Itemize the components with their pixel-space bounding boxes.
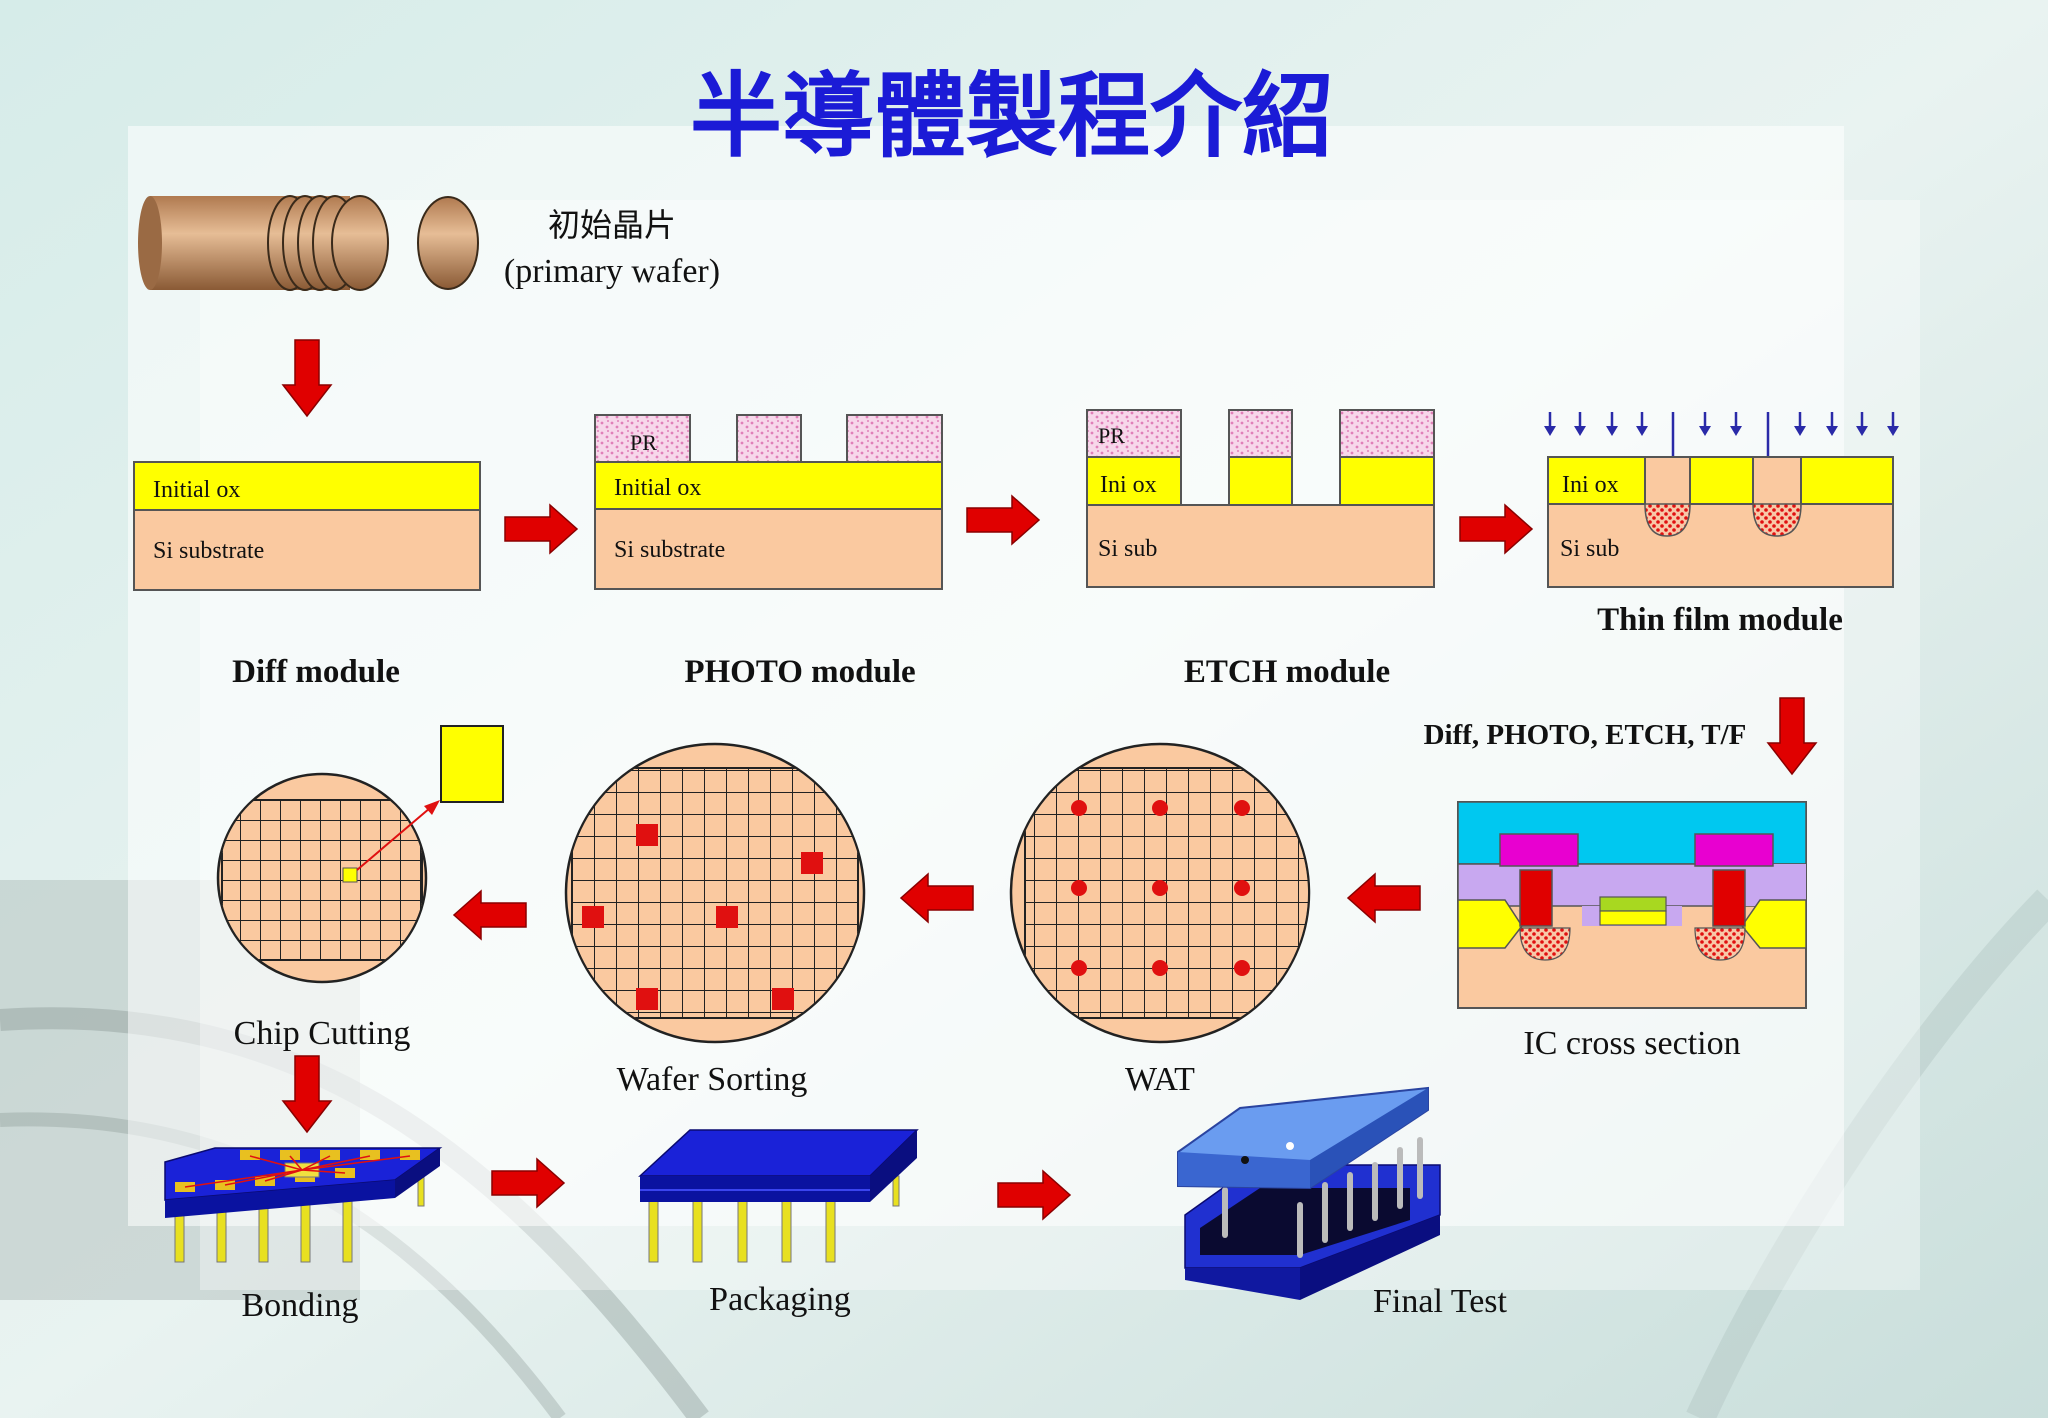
packaging-label: Packaging: [709, 1281, 851, 1318]
arrow-right-icon: [966, 495, 1040, 545]
bonding-label: Bonding: [241, 1287, 358, 1324]
photo-cross-section: PR Initial ox Si substrate: [594, 414, 943, 590]
chip-cutting-icon: [216, 725, 504, 984]
etch-substrate-label: Si sub: [1098, 536, 1157, 562]
thinfilm-module-label: Thin film module: [1597, 602, 1843, 638]
arrow-right-icon: [504, 504, 578, 554]
photo-pr-label: PR: [630, 430, 657, 455]
final-test-icon: [1177, 1086, 1441, 1300]
arrow-down-icon: [282, 339, 332, 417]
photo-substrate-label: Si substrate: [614, 537, 725, 563]
bonding-icon: [164, 1147, 443, 1263]
arrow-left-icon: [1347, 873, 1421, 923]
etch-pr-label: PR: [1098, 423, 1125, 448]
page-title: 半導體製程介紹: [690, 63, 1334, 170]
photo-oxide-label: Initial ox: [614, 475, 701, 501]
diff-cross-section: Initial ox Si substrate: [133, 461, 481, 591]
silicon-ingot-icon: [138, 195, 389, 291]
packaging-icon: [638, 1129, 919, 1263]
arrow-right-icon: [997, 1170, 1071, 1220]
arrow-left-icon: [453, 890, 527, 940]
ic-cross-section-label: IC cross section: [1523, 1025, 1740, 1062]
loop-note: Diff, PHOTO, ETCH, T/F: [1424, 719, 1747, 751]
diff-substrate-label: Si substrate: [153, 538, 264, 564]
thinfilm-oxide-label: Ini ox: [1562, 472, 1619, 498]
arrow-left-icon: [900, 873, 974, 923]
etch-cross-section: PR Ini ox Si sub: [1086, 409, 1435, 588]
thinfilm-cross-section: Ini ox Si sub: [1542, 410, 1901, 588]
chip-cutting-label: Chip Cutting: [234, 1015, 411, 1052]
primary-wafer-label-zh: 初始晶片: [548, 206, 676, 244]
photo-module-label: PHOTO module: [684, 654, 915, 690]
arrow-down-icon: [1767, 697, 1817, 775]
primary-wafer-icon: [417, 196, 479, 290]
etch-module-label: ETCH module: [1184, 654, 1390, 690]
wafer-sorting-icon: [564, 742, 866, 1044]
final-test-label: Final Test: [1373, 1283, 1507, 1320]
thinfilm-substrate-label: Si sub: [1560, 536, 1619, 562]
etch-oxide-label: Ini ox: [1100, 472, 1157, 498]
diff-module-label: Diff module: [232, 654, 400, 690]
arrow-down-icon: [282, 1055, 332, 1133]
wat-wafer-icon: [1009, 742, 1311, 1044]
arrow-right-icon: [1459, 504, 1533, 554]
arrow-right-icon: [491, 1158, 565, 1208]
wat-label: WAT: [1125, 1061, 1195, 1098]
diff-oxide-label: Initial ox: [153, 477, 240, 503]
ic-cross-section-diagram: [1457, 801, 1807, 1009]
primary-wafer-label-en: (primary wafer): [504, 253, 720, 290]
wafer-sorting-label: Wafer Sorting: [617, 1061, 808, 1098]
